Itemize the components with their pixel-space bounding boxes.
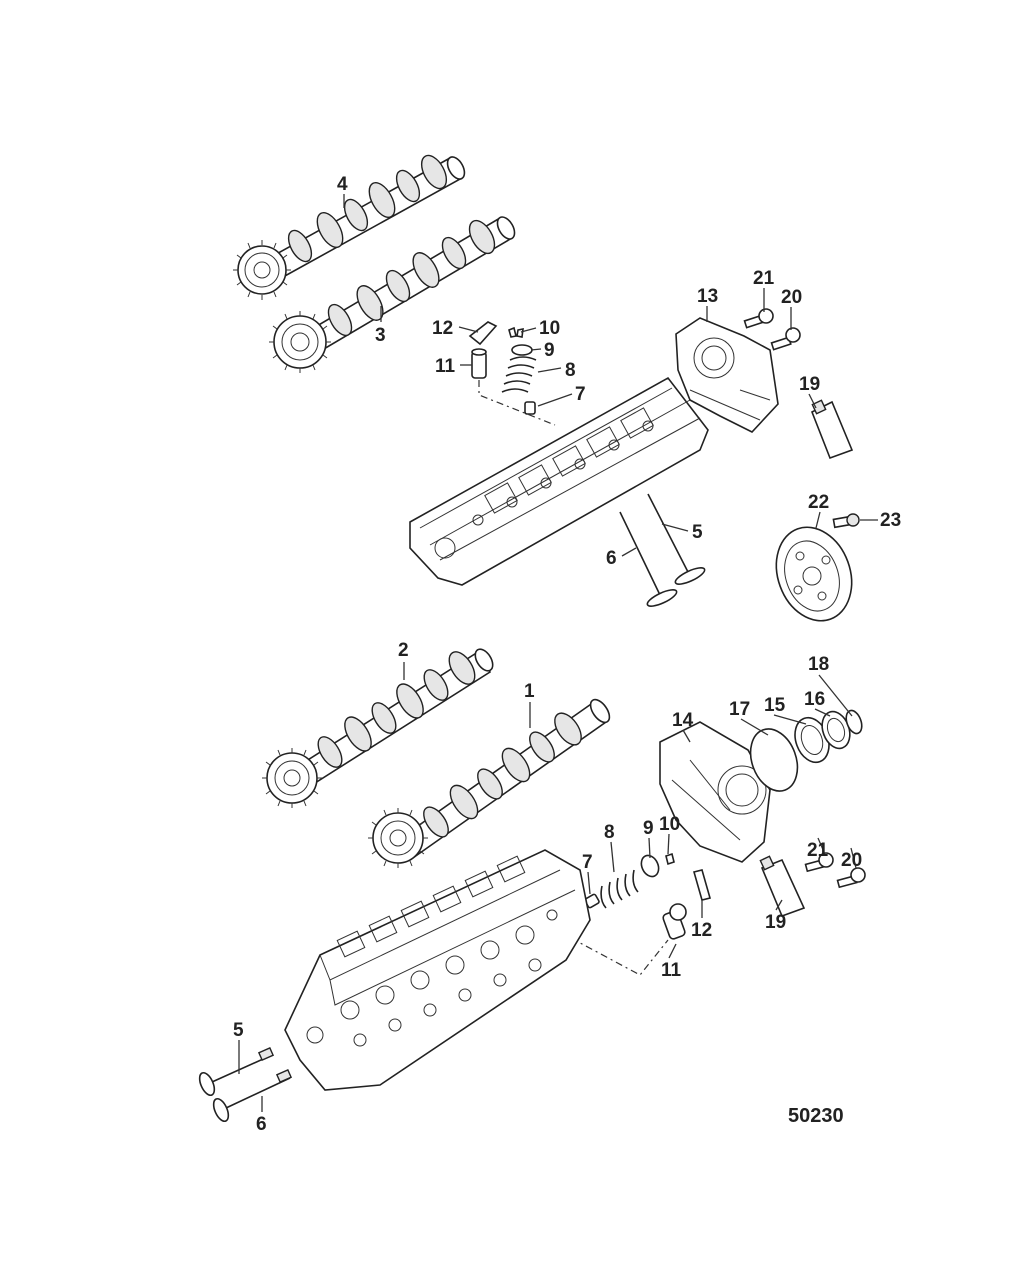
spring-retainer-9-bottom xyxy=(640,854,660,878)
camshaft-3-sprocket xyxy=(269,311,331,373)
callout-12: 12 xyxy=(432,318,453,339)
lifter-11-top xyxy=(471,348,487,379)
callout-14: 14 xyxy=(672,710,694,731)
callout-9-bottom: 9 xyxy=(643,818,654,839)
valve-seal-7-top xyxy=(524,401,536,415)
valve-6-bottom xyxy=(212,1068,293,1123)
leader-lifter-bottom xyxy=(555,929,669,976)
valve-keepers-10-bottom xyxy=(665,852,675,866)
camshaft-2-sprocket xyxy=(262,748,322,808)
bolt-20-top xyxy=(770,327,801,351)
callout-8: 8 xyxy=(565,360,576,381)
callout-5: 5 xyxy=(692,522,703,543)
callout-12-bottom: 12 xyxy=(691,920,712,941)
valve-5-bottom xyxy=(198,1046,275,1097)
callout-21: 21 xyxy=(753,268,775,289)
sprocket-bolt-23 xyxy=(832,513,860,529)
camshaft-4 xyxy=(233,154,466,300)
camshaft-4-sprocket xyxy=(233,240,291,300)
end-cover-13-top xyxy=(675,317,779,433)
spring-retainer-9-top xyxy=(511,344,533,356)
rocker-arm-12-top xyxy=(468,321,498,346)
callout-6-bottom: 6 xyxy=(256,1114,267,1135)
camshaft-1 xyxy=(368,698,611,868)
callout-5-bottom: 5 xyxy=(233,1020,244,1041)
callout-21-bottom: 21 xyxy=(807,840,829,861)
callout-17: 17 xyxy=(729,699,750,720)
camshaft-sprocket-22 xyxy=(775,526,853,622)
sealant-tube-19-bottom xyxy=(759,855,806,918)
camshaft-3 xyxy=(269,216,516,373)
callout-20-bottom: 20 xyxy=(841,850,862,871)
valve-spring-8-bottom xyxy=(600,869,639,909)
callout-6: 6 xyxy=(606,548,617,569)
o-ring-17 xyxy=(749,728,799,792)
callout-22: 22 xyxy=(808,492,829,513)
callout-10-bottom: 10 xyxy=(659,814,680,835)
callout-19: 19 xyxy=(799,374,820,395)
bolt-21-bottom xyxy=(804,852,834,873)
callout-10: 10 xyxy=(539,318,560,339)
callout-7: 7 xyxy=(575,384,586,405)
leader-lifter-top xyxy=(478,380,556,426)
callout-1: 1 xyxy=(524,681,535,702)
callout-2: 2 xyxy=(398,640,409,661)
callout-labels: 4 3 12 10 9 11 8 7 13 21 20 19 5 6 22 23… xyxy=(233,174,901,1135)
valve-keepers-10-top xyxy=(508,326,524,338)
callout-18: 18 xyxy=(808,654,829,675)
valve-6-top xyxy=(619,511,678,607)
callout-23: 23 xyxy=(880,510,901,531)
figure-reference-number: 50230 xyxy=(788,1105,844,1127)
cylinder-head-top xyxy=(409,376,709,586)
callout-13: 13 xyxy=(697,286,718,307)
valve-spring-8-top xyxy=(501,356,537,393)
end-cover-14 xyxy=(659,721,771,863)
camshaft-2 xyxy=(262,648,494,808)
leader-lines xyxy=(238,194,878,1112)
sealant-tube-19-top xyxy=(810,399,854,460)
callout-3: 3 xyxy=(375,325,386,346)
callout-16: 16 xyxy=(804,689,825,710)
lifter-11-bottom xyxy=(662,903,687,940)
callout-8-bottom: 8 xyxy=(604,822,615,843)
valve-5-top xyxy=(647,493,706,585)
cylinder-head-bottom xyxy=(284,849,591,1091)
callout-7-bottom: 7 xyxy=(582,852,593,873)
callout-20: 20 xyxy=(781,287,802,308)
bolt-21-top xyxy=(743,308,774,329)
callout-11-bottom: 11 xyxy=(661,960,682,981)
retaining-ring-18 xyxy=(845,709,863,735)
rocker-arm-12-bottom xyxy=(693,869,711,901)
callout-9: 9 xyxy=(544,340,555,361)
camshaft-1-sprocket xyxy=(368,808,428,868)
callout-4: 4 xyxy=(337,174,348,195)
callout-11: 11 xyxy=(435,356,456,377)
callout-19-bottom: 19 xyxy=(765,912,786,933)
callout-15: 15 xyxy=(764,695,786,716)
bolt-20-bottom xyxy=(836,867,866,889)
